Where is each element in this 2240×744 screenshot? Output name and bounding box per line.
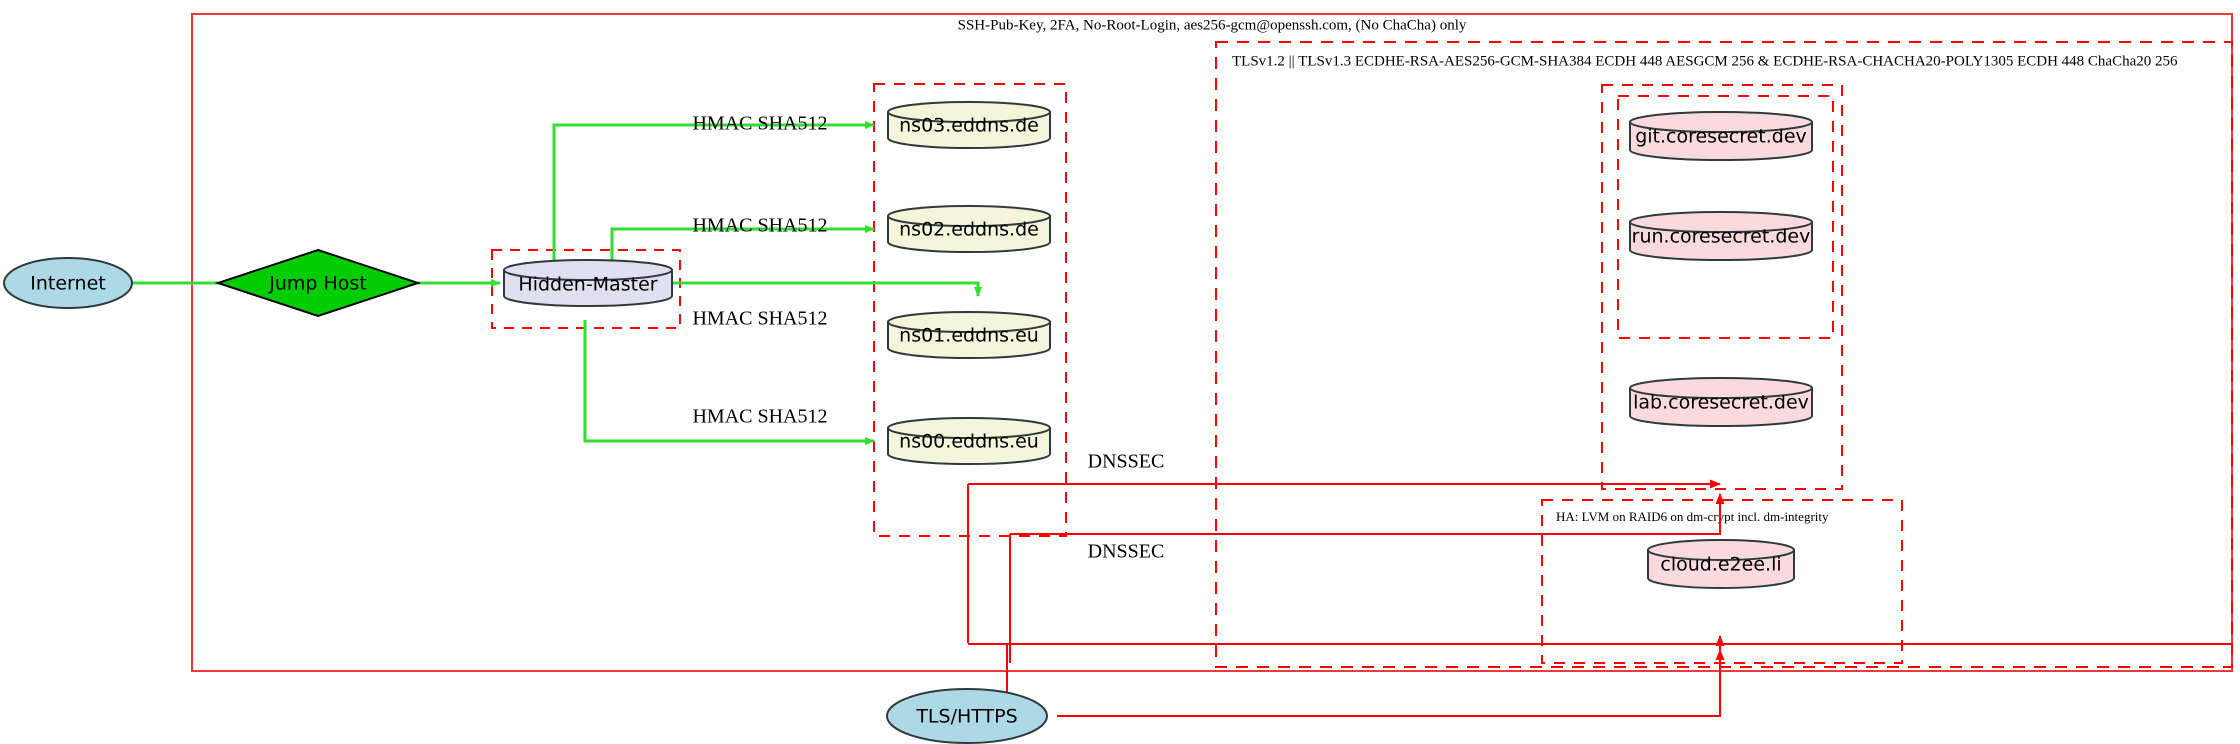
node-ns03[interactable]: ns03.eddns.de	[887, 101, 1051, 149]
edge-dnssec-upper: DNSSEC	[968, 451, 1721, 489]
node-cloud-e2ee-label: cloud.e2ee.li	[1660, 554, 1781, 576]
cluster-outer-ssh-label: SSH-Pub-Key, 2FA, No-Root-Login, aes256-…	[958, 17, 1467, 33]
edge-hidden-master-to-ns00: HMAC SHA512	[583, 320, 875, 445]
node-tls-https-label: TLS/HTTPS	[915, 706, 1017, 728]
node-jump-host[interactable]: Jump Host	[214, 248, 422, 318]
edge-label-hmac-ns00: HMAC SHA512	[692, 406, 827, 428]
node-hidden-master[interactable]: Hidden-Master	[503, 259, 673, 307]
edge-label-hmac-ns03: HMAC SHA512	[692, 113, 827, 135]
node-jump-host-label: Jump Host	[268, 273, 367, 295]
node-internet[interactable]: Internet	[3, 257, 133, 309]
cluster-tls-label: TLSv1.2 || TLSv1.3 ECDHE-RSA-AES256-GCM-…	[1232, 53, 2178, 69]
node-ns00[interactable]: ns00.eddns.eu	[887, 417, 1051, 465]
cluster-gitrun	[1617, 95, 1834, 339]
cluster-outer-ssh: SSH-Pub-Key, 2FA, No-Root-Login, aes256-…	[191, 13, 2233, 672]
edge-tlshttps-right-branch	[1057, 649, 1725, 717]
node-ns00-label: ns00.eddns.eu	[899, 431, 1039, 453]
node-run-coresecret[interactable]: run.coresecret.dev	[1629, 211, 1813, 261]
node-internet-label: Internet	[30, 273, 105, 295]
node-ns03-label: ns03.eddns.de	[899, 115, 1039, 137]
edge-label-dnssec-lower: DNSSEC	[1088, 541, 1165, 563]
edge-hidden-master-to-ns03: HMAC SHA512	[552, 113, 875, 262]
edge-label-hmac-ns01: HMAC SHA512	[692, 308, 827, 330]
edge-hidden-master-to-ns01: HMAC SHA512	[672, 281, 982, 330]
node-run-coresecret-label: run.coresecret.dev	[1632, 226, 1811, 248]
cluster-ha-label: HA: LVM on RAID6 on dm-crypt incl. dm-in…	[1556, 509, 1829, 524]
edge-dnssec-lower: DNSSEC	[1010, 493, 1725, 563]
node-git-coresecret-label: git.coresecret.dev	[1635, 126, 1807, 148]
node-git-coresecret[interactable]: git.coresecret.dev	[1629, 111, 1813, 161]
cluster-dns	[873, 83, 1067, 537]
edge-label-dnssec-upper: DNSSEC	[1088, 451, 1165, 473]
node-ns01-label: ns01.eddns.eu	[899, 325, 1039, 347]
node-hidden-master-label: Hidden-Master	[518, 274, 657, 296]
cluster-coresecret	[1601, 84, 1843, 490]
node-cloud-e2ee[interactable]: cloud.e2ee.li	[1647, 539, 1795, 589]
node-ns01[interactable]: ns01.eddns.eu	[887, 311, 1051, 359]
cluster-tls: TLSv1.2 || TLSv1.3 ECDHE-RSA-AES256-GCM-…	[1215, 41, 2233, 668]
node-ns02-label: ns02.eddns.de	[899, 219, 1039, 241]
node-tls-https[interactable]: TLS/HTTPS	[886, 688, 1048, 744]
node-lab-coresecret-label: lab.coresecret.dev	[1633, 392, 1809, 414]
edge-label-hmac-ns02: HMAC SHA512	[692, 215, 827, 237]
edge-hidden-master-to-ns02: HMAC SHA512	[610, 215, 875, 262]
node-lab-coresecret[interactable]: lab.coresecret.dev	[1629, 377, 1813, 427]
node-ns02[interactable]: ns02.eddns.de	[887, 205, 1051, 253]
